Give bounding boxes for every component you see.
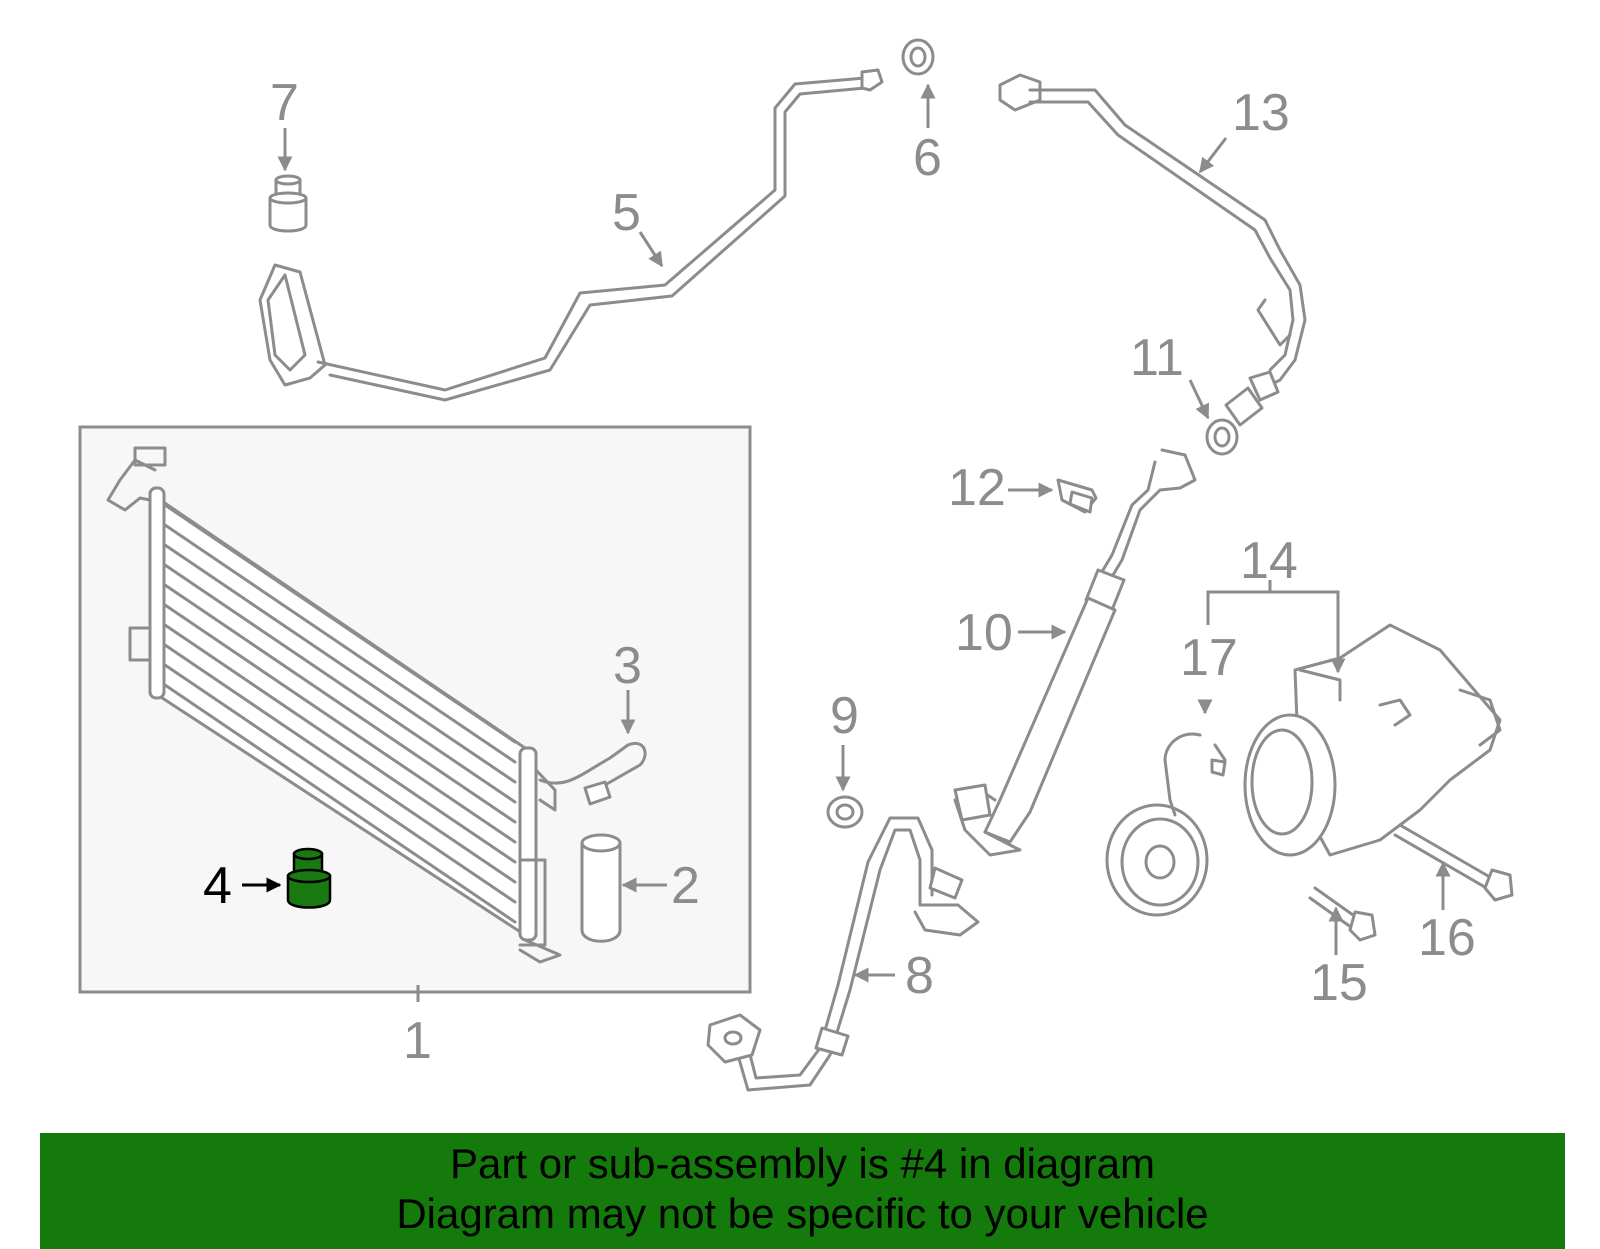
callout-15: 15 [1310, 954, 1368, 1012]
part-14-compressor [1243, 623, 1502, 857]
part-17-clutch [1105, 732, 1227, 917]
part-16-bolt [1393, 823, 1514, 902]
part-15-bolt [1308, 886, 1377, 942]
part-10-hose [953, 448, 1197, 857]
part-13-line [998, 73, 1307, 427]
part-9-o-ring [826, 795, 864, 829]
callout-4: 4 [203, 857, 232, 915]
callout-16: 16 [1418, 909, 1476, 967]
condenser-core [106, 446, 562, 964]
callout-1: 1 [403, 1012, 432, 1070]
part-3-line [538, 741, 647, 806]
callout-3: 3 [613, 637, 642, 695]
part-4-highlighted [286, 847, 332, 909]
banner-line-1: Part or sub-assembly is #4 in diagram [450, 1140, 1155, 1187]
callout-13: 13 [1232, 84, 1290, 142]
callout-6: 6 [913, 129, 942, 187]
callout-arrows [242, 83, 1451, 1002]
info-banner: Part or sub-assembly is #4 in diagram Di… [40, 1133, 1565, 1249]
part-11-o-ring [1205, 418, 1239, 456]
callout-9: 9 [830, 687, 859, 745]
callout-14: 14 [1240, 532, 1298, 590]
part-8-line [706, 816, 980, 1092]
callout-12: 12 [948, 459, 1006, 517]
part-7-sensor [268, 174, 308, 233]
callout-8: 8 [905, 947, 934, 1005]
callout-7: 7 [270, 74, 299, 132]
callout-17: 17 [1180, 629, 1238, 687]
part-6-o-ring [901, 38, 935, 76]
callout-5: 5 [612, 184, 641, 242]
callout-2: 2 [671, 857, 700, 915]
callout-10: 10 [955, 604, 1013, 662]
banner-line-2: Diagram may not be specific to your vehi… [396, 1190, 1209, 1237]
callout-11: 11 [1130, 329, 1184, 387]
part-2-receiver-drier [580, 833, 622, 943]
part-5-line [258, 68, 884, 402]
part-12-valve [1056, 478, 1098, 514]
